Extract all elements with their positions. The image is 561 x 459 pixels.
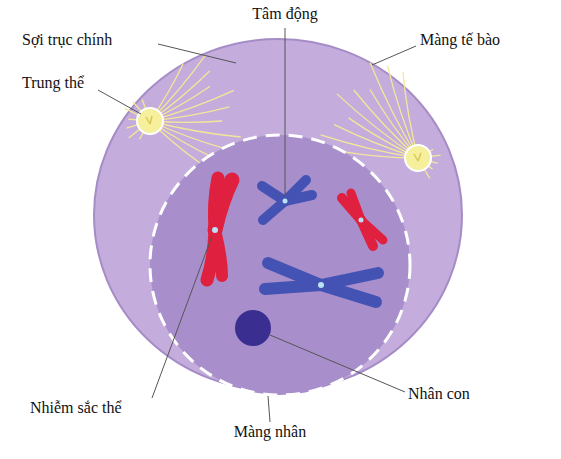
part-label: Nhiễm sắc thể bbox=[30, 398, 122, 417]
nucleus bbox=[150, 135, 410, 395]
nuclear-envelope bbox=[150, 135, 410, 395]
nucleolus bbox=[235, 310, 271, 346]
chromosome bbox=[207, 178, 232, 280]
chromosome bbox=[342, 193, 383, 246]
part-label: Tâm động bbox=[252, 4, 317, 23]
part-label: Màng nhân bbox=[234, 422, 306, 441]
centrosome bbox=[405, 145, 431, 171]
part-label: Trung thể bbox=[22, 73, 84, 92]
chromosome bbox=[262, 180, 312, 220]
part-label: Màng tế bào bbox=[420, 30, 500, 49]
chromosome bbox=[265, 263, 378, 302]
part-label: Sợi trục chính bbox=[22, 30, 112, 49]
part-label: Nhân con bbox=[408, 384, 470, 403]
centrosome bbox=[137, 108, 163, 134]
leader-lines bbox=[98, 28, 416, 422]
